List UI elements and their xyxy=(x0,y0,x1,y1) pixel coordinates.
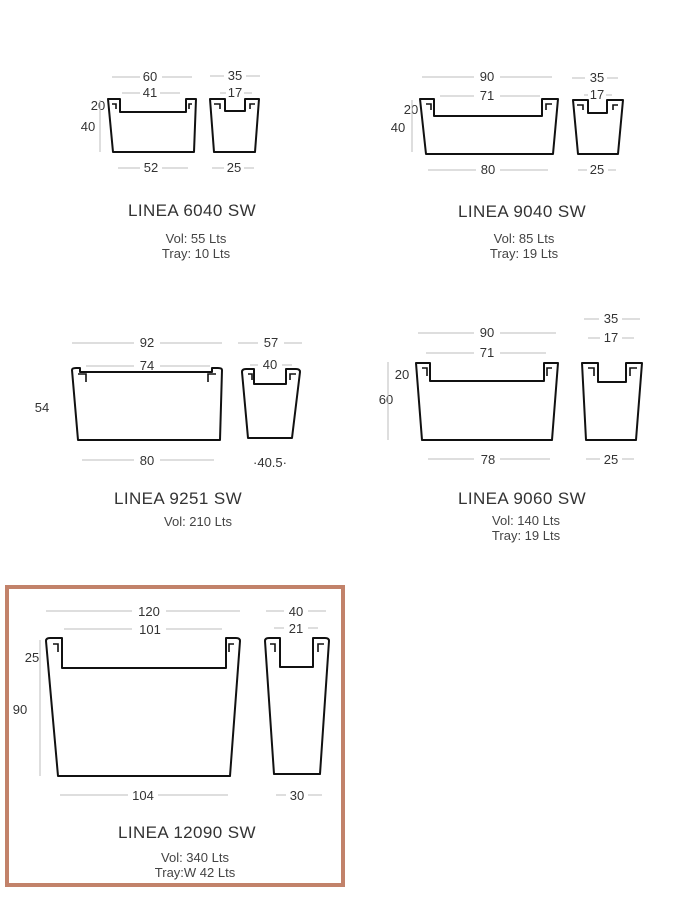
front-height: 60 xyxy=(379,392,393,407)
front-inner-width: 71 xyxy=(480,88,494,103)
side-base-width: 25 xyxy=(227,160,241,175)
side-view: 35 17 25 xyxy=(572,70,624,177)
front-view: 90 71 20 60 78 xyxy=(379,325,559,467)
front-base-width: 80 xyxy=(481,162,495,177)
front-base-width: 104 xyxy=(132,788,154,803)
front-view: 92 74 54 80 xyxy=(35,335,223,468)
front-base-width: 78 xyxy=(481,452,495,467)
side-inner-width: 17 xyxy=(228,85,242,100)
planter-front-outline xyxy=(107,98,197,153)
product-tray: Tray: 10 Lts xyxy=(161,246,231,261)
front-rim-depth: 20 xyxy=(395,367,409,382)
product-volume: Vol: 340 Lts xyxy=(161,850,229,865)
side-base-width: ·40.5· xyxy=(253,455,287,470)
front-rim-depth: 20 xyxy=(404,102,418,117)
planter-drawings: 60 41 20 40 52 35 17 25 xyxy=(81,68,260,175)
selection-highlight-frame xyxy=(5,585,345,887)
side-total-width: 57 xyxy=(264,335,278,350)
front-height: 40 xyxy=(81,119,95,134)
planter-side-outline xyxy=(572,99,624,155)
front-rim-depth: 20 xyxy=(91,98,105,113)
product-linea-9060: 90 71 20 60 78 35 17 25 LINEA 9060 SW Vo… xyxy=(350,290,700,580)
front-total-width: 92 xyxy=(140,335,154,350)
product-title: LINEA 12090 SW xyxy=(118,823,256,842)
front-height: 40 xyxy=(391,120,405,135)
product-linea-12090[interactable]: 120 101 25 90 104 40 21 30 LINEA 12090 S… xyxy=(0,580,350,900)
side-total-width: 35 xyxy=(228,68,242,83)
side-view: 57 40 ·40.5· xyxy=(238,335,302,470)
front-rim-depth: 25 xyxy=(25,650,39,665)
product-volume: Vol: 140 Lts xyxy=(492,513,560,528)
planter-drawings: 92 74 54 80 57 40 ·40.5· xyxy=(35,335,302,470)
side-inner-width: 17 xyxy=(604,330,618,345)
front-inner-width: 41 xyxy=(143,85,157,100)
front-total-width: 60 xyxy=(143,69,157,84)
side-base-width: 25 xyxy=(604,452,618,467)
front-inner-width: 101 xyxy=(139,622,161,637)
product-tray: Tray:W 42 Lts xyxy=(154,865,236,880)
planter-drawings: 120 101 25 90 104 40 21 30 xyxy=(13,604,330,803)
side-total-width: 40 xyxy=(289,604,303,619)
side-view: 35 17 25 xyxy=(581,311,643,467)
planter-side-outline xyxy=(241,368,301,439)
front-base-width: 52 xyxy=(144,160,158,175)
product-linea-9251: 92 74 54 80 57 40 ·40.5· LINEA 9251 SW V… xyxy=(0,290,350,580)
planter-side-outline xyxy=(264,637,330,775)
side-view: 40 21 30 xyxy=(264,604,330,803)
planter-front-outline xyxy=(415,362,559,441)
front-inner-width: 74 xyxy=(140,358,154,373)
planter-front-outline xyxy=(45,637,241,777)
front-inner-width: 71 xyxy=(480,345,494,360)
planter-front-outline xyxy=(71,367,223,441)
planter-front-outline xyxy=(419,98,559,155)
front-view: 120 101 25 90 104 xyxy=(13,604,241,803)
product-volume: Vol: 210 Lts xyxy=(164,514,232,529)
product-linea-6040: 60 41 20 40 52 35 17 25 LINEA 6040 SW Vo… xyxy=(0,0,350,290)
side-view: 35 17 25 xyxy=(209,68,260,175)
side-inner-width: 17 xyxy=(590,87,604,102)
product-title: LINEA 9251 SW xyxy=(114,489,243,508)
product-linea-9040: 90 71 20 40 80 35 17 25 LINEA 9040 SW Vo… xyxy=(350,0,700,290)
product-title: LINEA 6040 SW xyxy=(128,201,257,220)
front-view: 60 41 20 40 52 xyxy=(81,69,197,175)
side-inner-width: 40 xyxy=(263,357,277,372)
front-total-width: 120 xyxy=(138,604,160,619)
front-height: 90 xyxy=(13,702,27,717)
side-inner-width: 21 xyxy=(289,621,303,636)
product-title: LINEA 9040 SW xyxy=(458,202,587,221)
product-volume: Vol: 85 Lts xyxy=(493,231,555,246)
front-total-width: 90 xyxy=(480,69,494,84)
product-title: LINEA 9060 SW xyxy=(458,489,587,508)
planter-side-outline xyxy=(581,362,643,441)
planter-drawings: 90 71 20 60 78 35 17 25 xyxy=(379,311,643,467)
front-base-width: 80 xyxy=(140,453,154,468)
side-base-width: 25 xyxy=(590,162,604,177)
front-height: 54 xyxy=(35,400,49,415)
front-total-width: 90 xyxy=(480,325,494,340)
side-base-width: 30 xyxy=(290,788,304,803)
front-view: 90 71 20 40 80 xyxy=(391,69,559,177)
planter-side-outline xyxy=(209,98,260,153)
product-tray: Tray: 19 Lts xyxy=(491,528,561,543)
side-total-width: 35 xyxy=(604,311,618,326)
product-tray: Tray: 19 Lts xyxy=(489,246,559,261)
product-volume: Vol: 55 Lts xyxy=(165,231,227,246)
side-total-width: 35 xyxy=(590,70,604,85)
planter-drawings: 90 71 20 40 80 35 17 25 xyxy=(391,69,624,177)
